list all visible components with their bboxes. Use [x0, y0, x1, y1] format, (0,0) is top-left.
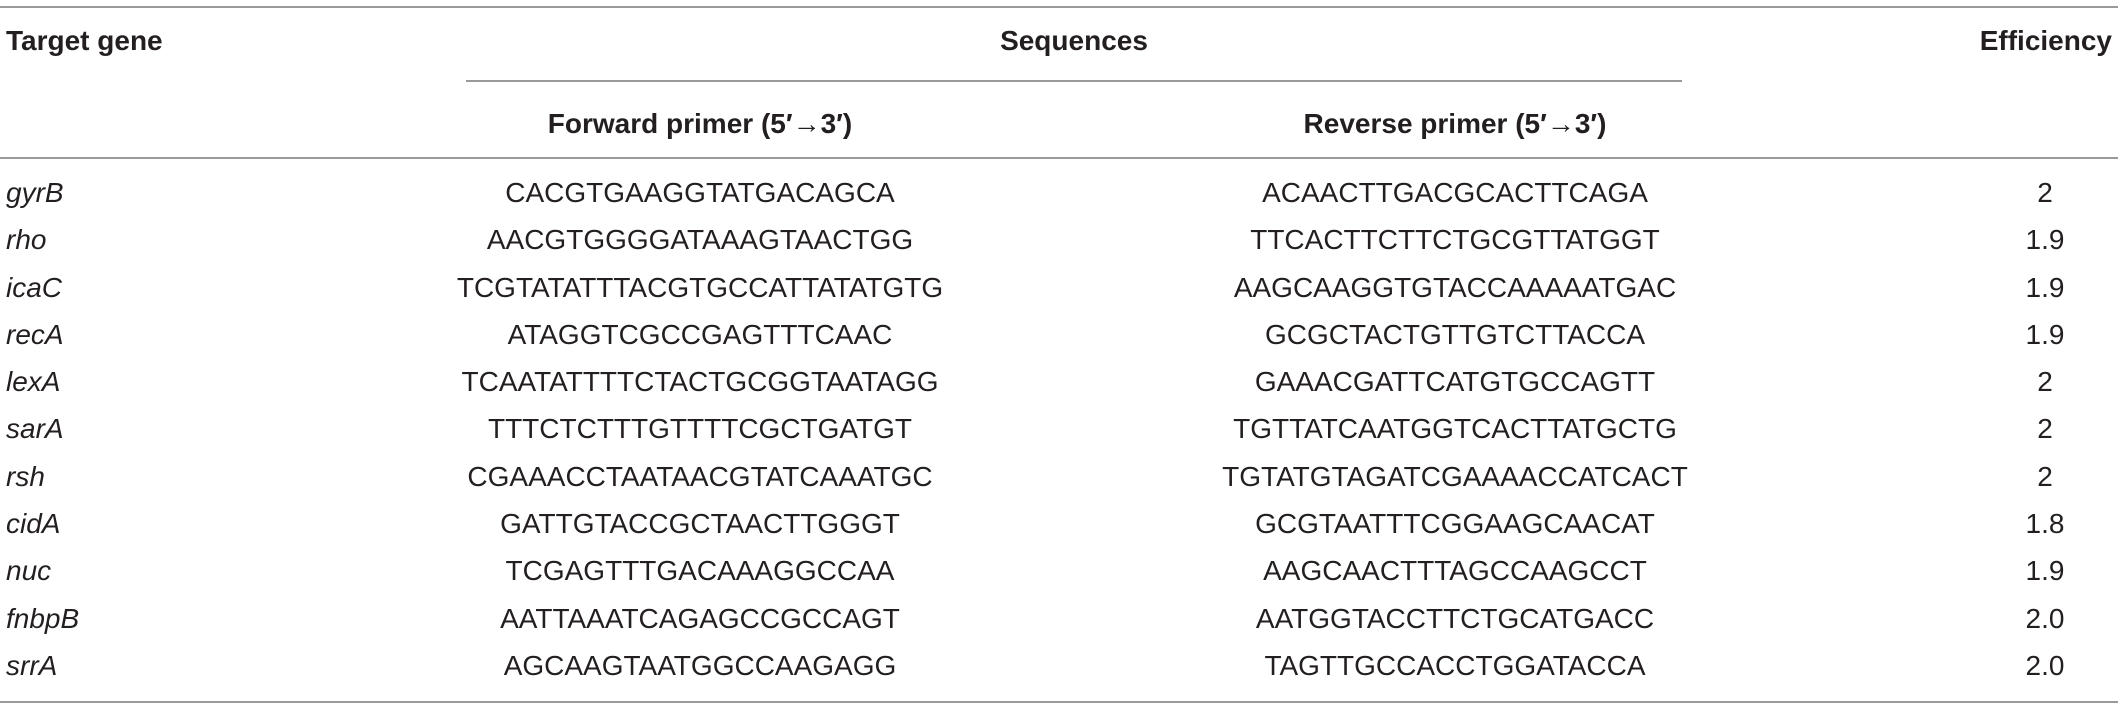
reverse-primer-cell: AAGCAACTTTAGCCAAGCCT [1263, 555, 1647, 587]
gene-cell: sarA [6, 413, 64, 445]
header-target-gene: Target gene [6, 25, 163, 56]
forward-primer-cell: ATAGGTCGCCGAGTTTCAAC [507, 318, 893, 350]
forward-primer-cell: GATTGTACCGCTAACTTGGGT [500, 508, 900, 540]
gene-cell: fnbpB [6, 602, 80, 634]
header-sequences: Sequences [1000, 25, 1148, 56]
header-bottom-rule [0, 157, 2118, 159]
table-row: recA ATAGGTCGCCGAGTTTCAAC GCGCTACTGTTGTC… [0, 312, 2118, 359]
table-row: icaC TCGTATATTTACGTGCCATTATATGTG AAGCAAG… [0, 265, 2118, 312]
table-row: fnbpB AATTAAATCAGAGCCGCCAGT AATGGTACCTTC… [0, 596, 2118, 643]
reverse-primer-cell: TGTATGTAGATCGAAAACCATCACT [1222, 460, 1688, 492]
forward-primer-cell: CACGTGAAGGTATGACAGCA [505, 177, 895, 208]
efficiency-cell: 1.9 [2025, 318, 2065, 350]
efficiency-cell: 2.0 [2025, 602, 2065, 634]
forward-primer-cell: AGCAAGTAATGGCCAAGAGG [503, 649, 897, 681]
reverse-primer-cell: GCGCTACTGTTGTCTTACCA [1264, 318, 1646, 350]
table-row: srrA AGCAAGTAATGGCCAAGAGG TAGTTGCCACCTGG… [0, 643, 2118, 690]
reverse-primer-cell: ACAACTTGACGCACTTCAGA [1262, 177, 1648, 208]
efficiency-cell: 1.9 [2025, 271, 2065, 303]
table-row: rsh CGAAACCTAATAACGTATCAAATGC TGTATGTAGA… [0, 454, 2118, 501]
forward-primer-cell: CGAAACCTAATAACGTATCAAATGC [467, 460, 933, 492]
forward-primer-cell: TTTCTCTTTGTTTTCGCTGATGT [487, 413, 913, 445]
forward-primer-cell: TCGTATATTTACGTGCCATTATATGTG [456, 271, 944, 303]
efficiency-cell: 2.0 [2025, 649, 2065, 681]
efficiency-cell: 2 [2037, 366, 2053, 398]
reverse-primer-cell: GCGTAATTTCGGAAGCAACAT [1255, 508, 1655, 540]
table-row: sarA TTTCTCTTTGTTTTCGCTGATGT TGTTATCAATG… [0, 406, 2118, 453]
forward-primer-cell: TCAATATTTTCTACTGCGGTAATAGG [461, 366, 939, 398]
reverse-primer-cell: GAAACGATTCATGTGCCAGTT [1254, 366, 1656, 398]
efficiency-cell: 1.9 [2025, 224, 2065, 256]
table-row: gyrB CACGTGAAGGTATGACAGCA ACAACTTGACGCAC… [0, 170, 2118, 217]
reverse-primer-cell: TAGTTGCCACCTGGATACCA [1264, 649, 1646, 681]
reverse-primer-cell: TTCACTTCTTCTGCGTTATGGT [1250, 224, 1660, 256]
table-row: cidA GATTGTACCGCTAACTTGGGT GCGTAATTTCGGA… [0, 501, 2118, 548]
table-row: nuc TCGAGTTTGACAAAGGCCAA AAGCAACTTTAGCCA… [0, 548, 2118, 595]
reverse-primer-cell: AATGGTACCTTCTGCATGACC [1255, 602, 1655, 634]
gene-cell: lexA [6, 366, 61, 398]
gene-cell: recA [6, 318, 64, 350]
gene-cell: rho [6, 224, 47, 256]
table-body: gyrB CACGTGAAGGTATGACAGCA ACAACTTGACGCAC… [0, 170, 2118, 690]
forward-primer-cell: TCGAGTTTGACAAAGGCCAA [505, 555, 895, 587]
efficiency-cell: 2 [2037, 460, 2053, 492]
efficiency-cell: 2 [2037, 413, 2053, 445]
gene-cell: cidA [6, 508, 61, 540]
table-top-rule [0, 6, 2118, 8]
reverse-primer-cell: AAGCAAGGTGTACCAAAAATGAC [1233, 271, 1677, 303]
sequences-span-rule [466, 80, 1682, 82]
forward-primer-cell: AACGTGGGGATAAAGTAACTGG [486, 224, 914, 256]
header-forward-primer: Forward primer (5′→3′) [547, 108, 853, 139]
efficiency-cell: 1.9 [2025, 555, 2065, 587]
header-efficiency: Efficiency [1979, 25, 2112, 56]
table-row: rho AACGTGGGGATAAAGTAACTGG TTCACTTCTTCTG… [0, 217, 2118, 264]
gene-cell: icaC [6, 271, 63, 303]
gene-cell: rsh [6, 460, 45, 492]
reverse-primer-cell: TGTTATCAATGGTCACTTATGCTG [1233, 413, 1677, 445]
efficiency-cell: 2 [2037, 177, 2053, 208]
table-bottom-rule [0, 701, 2118, 703]
forward-primer-cell: AATTAAATCAGAGCCGCCAGT [500, 602, 900, 634]
gene-cell: nuc [6, 555, 52, 587]
table-row: lexA TCAATATTTTCTACTGCGGTAATAGG GAAACGAT… [0, 359, 2118, 406]
efficiency-cell: 1.8 [2025, 508, 2065, 540]
gene-cell: srrA [6, 649, 58, 681]
header-reverse-primer: Reverse primer (5′→3′) [1303, 108, 1607, 139]
gene-cell: gyrB [6, 177, 64, 208]
